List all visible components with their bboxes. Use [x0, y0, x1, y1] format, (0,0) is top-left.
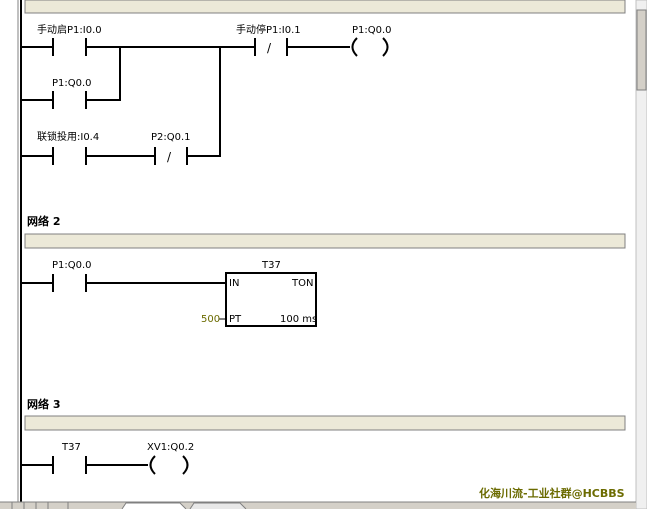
timer-pt-pin: PT	[229, 314, 242, 325]
coil-label: P1:Q0.0	[352, 25, 392, 36]
nc-slash: /	[267, 41, 272, 55]
contact-p2-q0-1-nc[interactable]: / P2:Q0.1	[151, 132, 191, 165]
timer-block-t37[interactable]: T37 IN TON PT 100 ms	[225, 260, 317, 327]
timer-type: TON	[291, 278, 313, 289]
nc-slash: /	[167, 150, 172, 164]
timer-in-pin: IN	[229, 278, 239, 289]
contact-label: 联锁投用:I0.4	[37, 130, 99, 143]
timer-name: T37	[261, 260, 281, 271]
contact-p1-q0-0-seal[interactable]: P1:Q0.0	[52, 78, 92, 109]
contact-t37[interactable]: T37	[52, 442, 87, 474]
contact-manual-stop-p1-nc[interactable]: / 手动停P1:I0.1	[236, 23, 301, 56]
network1-comment-bar[interactable]	[24, 0, 626, 14]
scrollbar-thumb[interactable]	[636, 9, 647, 91]
contact-interlock-enable[interactable]: 联锁投用:I0.4	[37, 130, 99, 165]
network2-title: 网络 2	[27, 214, 60, 228]
contact-label: P1:Q0.0	[52, 78, 92, 89]
watermark-text: 化海川流-工业社群@HCBBS	[479, 486, 625, 500]
network3-comment-bar[interactable]	[24, 415, 626, 431]
contact-label: P1:Q0.0	[52, 260, 92, 271]
contact-label: T37	[61, 442, 81, 453]
contact-label: P2:Q0.1	[151, 132, 191, 143]
vertical-scrollbar[interactable]	[635, 0, 647, 509]
contact-label: 手动停P1:I0.1	[236, 23, 301, 36]
coil-xv1-q0-2[interactable]: XV1:Q0.2	[147, 442, 194, 475]
timer-resolution: 100 ms	[280, 314, 317, 325]
timer-preset-value[interactable]: 500	[201, 314, 220, 325]
network3-title: 网络 3	[27, 397, 60, 411]
coil-label: XV1:Q0.2	[147, 442, 194, 453]
network2-comment-bar[interactable]	[24, 233, 626, 249]
contact-label: 手动启P1:I0.0	[37, 23, 102, 36]
contact-p1-q0-0-timer-enable[interactable]: P1:Q0.0	[52, 260, 92, 292]
contact-manual-start-p1[interactable]: 手动启P1:I0.0	[37, 23, 102, 56]
coil-p1-q0-0[interactable]: P1:Q0.0	[351, 25, 392, 57]
sheet-tab-strip[interactable]	[0, 501, 636, 509]
